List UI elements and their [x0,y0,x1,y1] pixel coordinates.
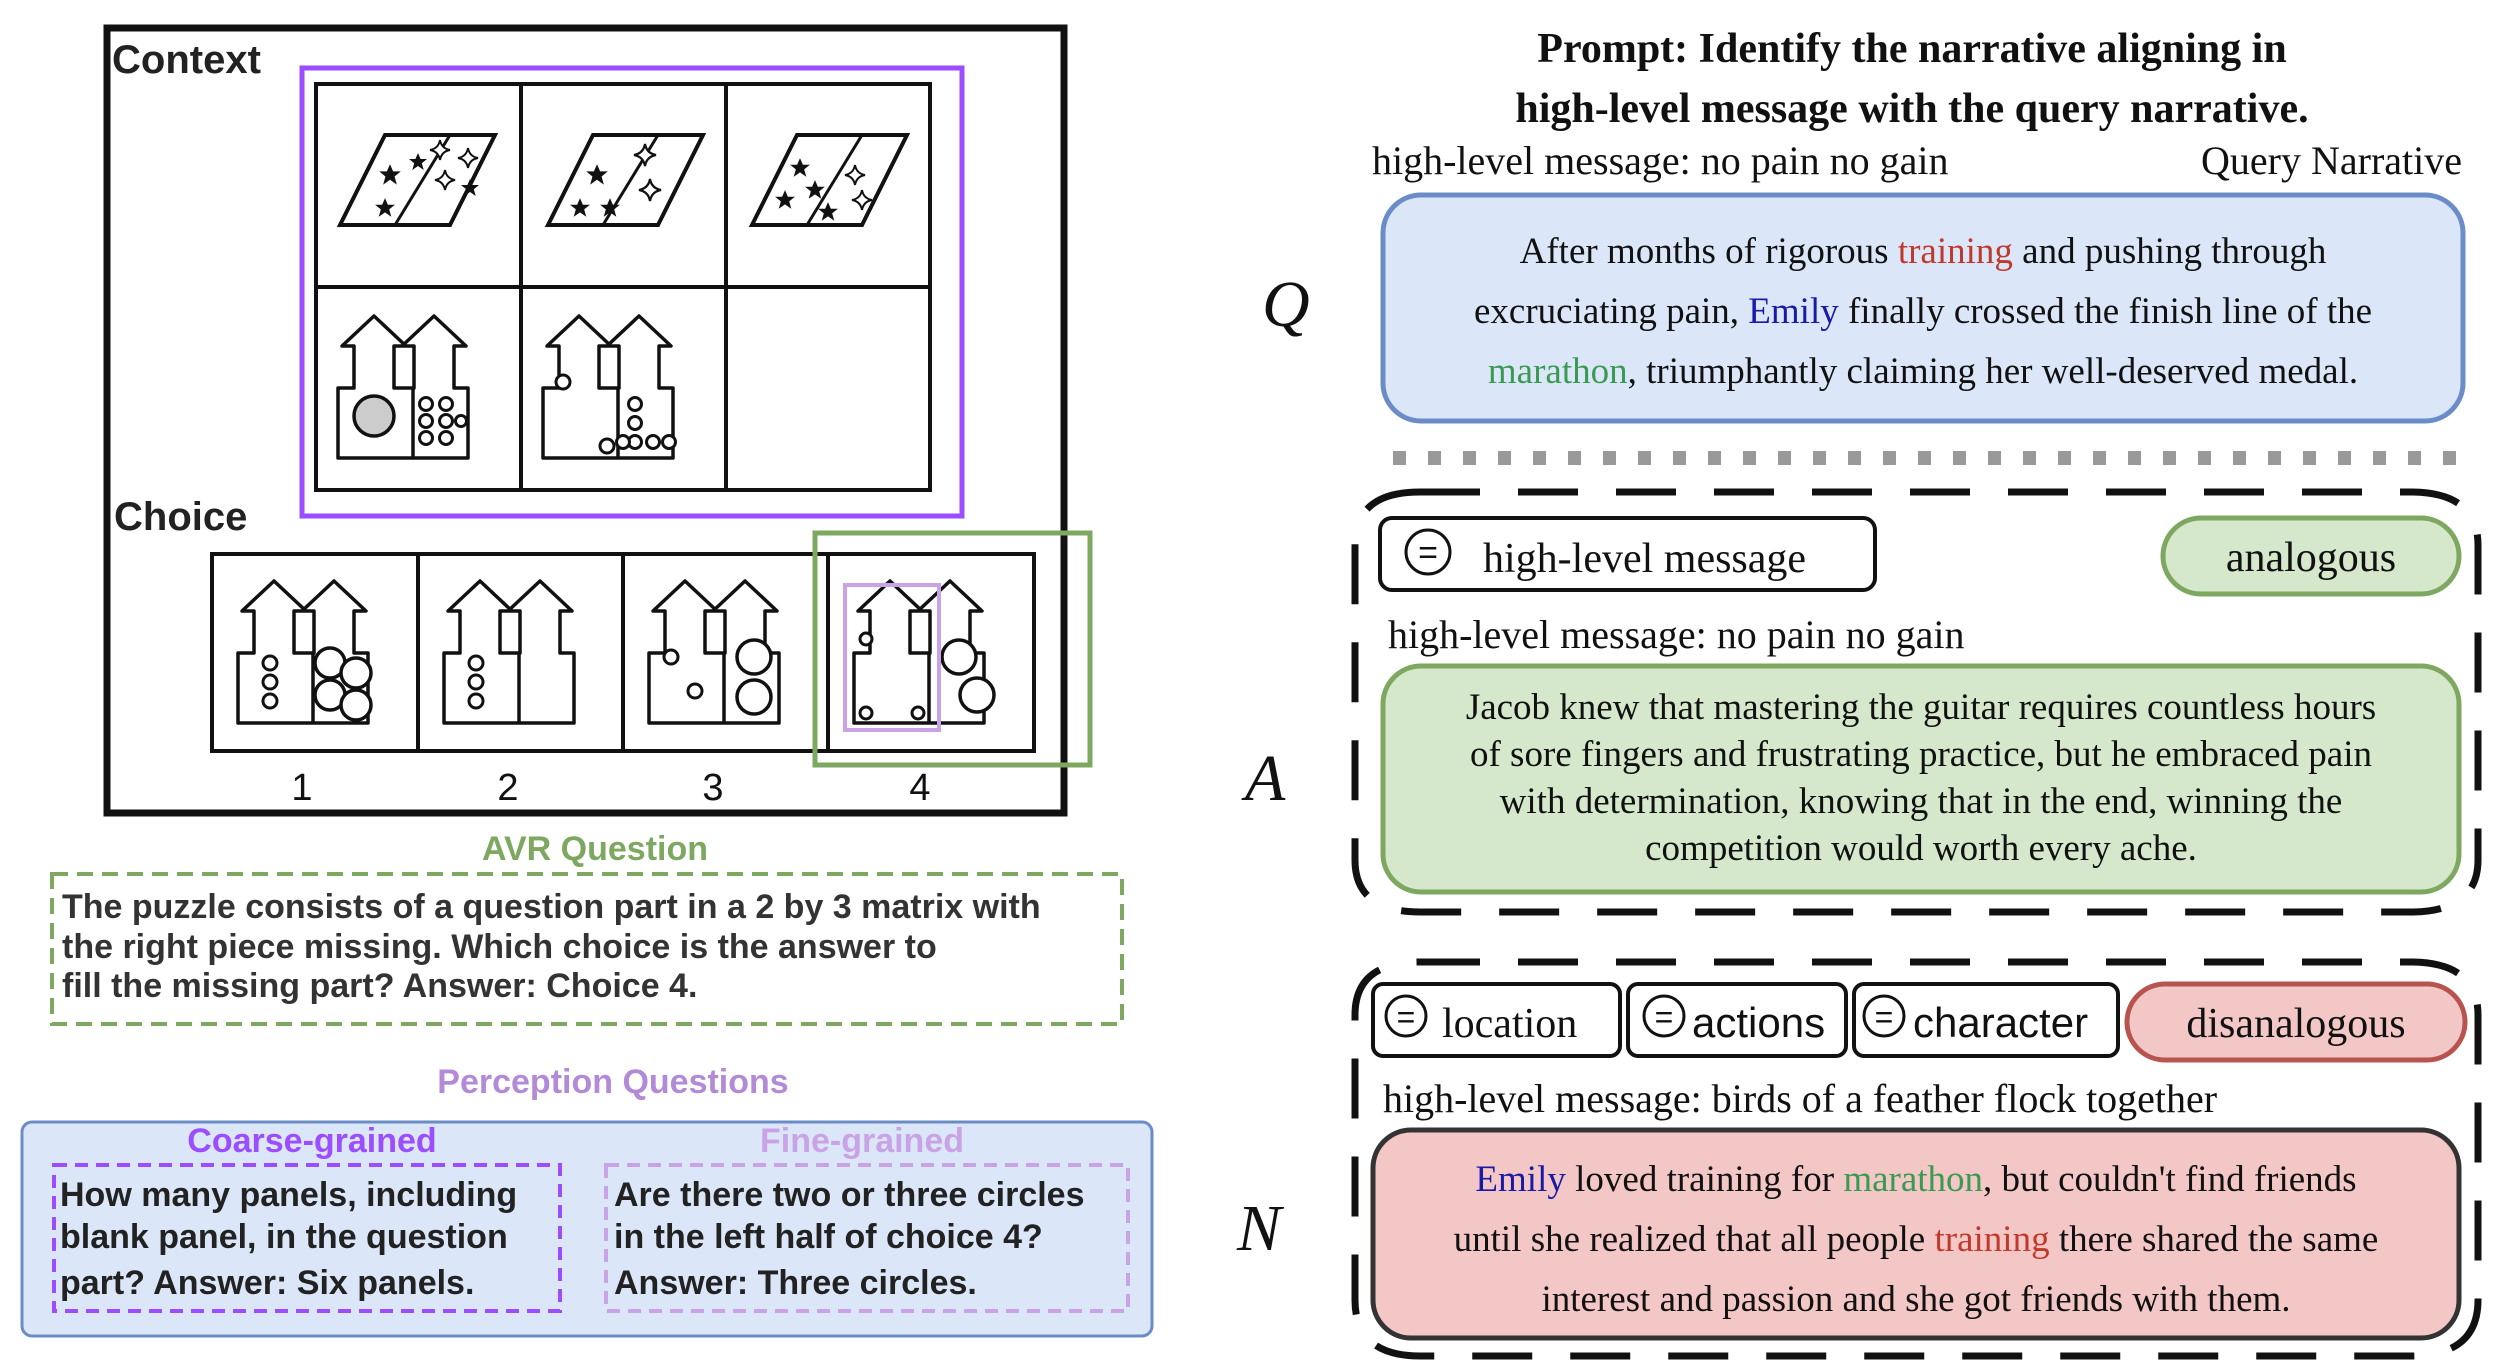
location-tag-box [1371,982,1622,1058]
context-panel-5 [541,314,677,460]
choice-label: Choice [114,495,247,539]
answer-highlight-box [812,530,1093,768]
analogous-story-box [1380,663,2462,895]
character-tag-label: character [1913,999,2088,1046]
query-story-text: After months of rigorous training and pu… [1390,222,2456,402]
fine-grained-question: Are there two or three circles in the le… [614,1176,1085,1302]
disanalogous-badge-label: disanalogous [2186,1001,2405,1047]
svg-text:fill the missing part? Answer:: fill the missing part? Answer: Choice 4. [62,967,697,1005]
choice-number-1: 1 [291,767,312,809]
analogous-badge-label: analogous [2226,535,2396,581]
analogous-story-line-4: competition would worth every ache. [1645,828,2197,869]
disanalogous-story-line-3: interest and passion and she got friends… [1541,1279,2291,1320]
svg-text:Answer: Three circles.: Answer: Three circles. [614,1264,977,1302]
context-panel-1 [336,133,499,227]
symbol-q: Q [1262,268,1310,341]
actions-tag-box [1626,982,1848,1058]
disanalogous-badge [2124,981,2468,1063]
context-panel-3 [748,133,911,227]
fine-grained-title: Fine-grained [760,1122,964,1160]
coarse-grained-question: How many panels, including blank panel, … [60,1176,517,1302]
analogous-badge [2160,515,2462,597]
fine-grained-highlight-box [843,583,941,732]
disanalogous-story-line-1: Emily loved training for marathon, but c… [1475,1159,2357,1200]
fine-grained-box [604,1163,1130,1313]
analogous-story-line-3: with determination, knowing that in the … [1499,781,2343,822]
context-highlight-box [299,65,965,519]
equal-glyph-location: = [1397,999,1416,1035]
svg-text:part? Answer: Six panels.: part? Answer: Six panels. [60,1264,474,1302]
perception-questions-box [20,1120,1154,1338]
analogous-group-border [1351,488,2482,916]
symbol-a: A [1241,742,1286,815]
highlight-training: training [1897,231,2013,272]
equal-icon-actions [1642,994,1686,1038]
analogous-story-line-2: of sore fingers and frustrating practice… [1469,734,2373,775]
svg-text:The puzzle consists of a quest: The puzzle consists of a question part i… [62,888,1041,926]
highlight-emily: Emily [1748,291,1839,332]
choice-panel-4[interactable] [852,579,996,725]
choice-numbers: 1 2 3 4 [291,767,930,809]
choice-number-3: 3 [702,767,723,809]
equal-glyph-actions: = [1655,999,1674,1035]
highlight-marathon: marathon [1487,351,1628,392]
context-panel-2 [544,133,707,227]
query-story-box [1380,192,2466,424]
location-tag-label: location [1442,1001,1577,1047]
query-story-line-1: After months of rigorous training and pu… [1519,231,2327,272]
character-tag-box [1852,982,2120,1058]
analogous-tag-label: high-level message [1483,536,1806,582]
disanalogous-story-text: Emily loved training for marathon, but c… [1380,1150,2452,1330]
disanalogous-story-box [1370,1127,2462,1341]
symbol-n: N [1236,1192,1285,1265]
perception-questions-title: Perception Questions [437,1063,788,1101]
equal-icon-character [1862,994,1906,1038]
choice-panel-2[interactable] [442,579,576,725]
query-narrative-label: Query Narrative [2201,138,2462,183]
disanalogous-message: high-level message: birds of a feather f… [1383,1076,2217,1121]
query-story-line-3: marathon, triumphantly claiming her well… [1487,351,2359,392]
avr-puzzle: Context Choice 1 2 3 4 [103,24,1093,817]
equal-glyph-character: = [1875,999,1894,1035]
svg-text:high-level message with the qu: high-level message with the query narrat… [1515,86,2308,132]
analogous-story-text: Jacob knew that mastering the guitar req… [1390,684,2452,872]
coarse-grained-box [52,1163,562,1313]
avr-question-text: The puzzle consists of a question part i… [62,888,1041,1005]
query-message: high-level message: no pain no gain [1372,138,1949,183]
svg-text:Are there two or three circles: Are there two or three circles [614,1176,1085,1214]
avr-question-title: AVR Question [482,830,708,868]
context-label: Context [112,38,261,82]
prompt-title: Prompt: Identify the narrative aligning … [1515,26,2308,132]
disanalogous-story-line-2: until she realized that all people train… [1453,1219,2379,1260]
actions-tag-label: actions [1692,999,1825,1046]
analogous-story-line-1: Jacob knew that mastering the guitar req… [1465,687,2377,728]
choice-panel-1[interactable] [236,579,373,725]
equal-icon-glyph: = [1418,534,1438,572]
choice-panel-3[interactable] [647,579,781,725]
svg-text:Prompt: Identify the narrative: Prompt: Identify the narrative aligning … [1537,26,2286,72]
equal-icon [1404,528,1452,576]
analogous-message: high-level message: no pain no gain [1388,612,1965,657]
highlight-marathon-n: marathon [1843,1159,1984,1200]
context-panel-4 [336,314,470,460]
svg-text:How many panels, including: How many panels, including [60,1176,517,1214]
svg-text:in the left half of choice 4?: in the left half of choice 4? [614,1218,1043,1256]
analogous-tag-box [1378,516,1877,592]
highlight-emily-n: Emily [1475,1159,1566,1200]
highlight-training-n: training [1934,1219,2050,1260]
puzzle-outer-frame [103,24,1068,817]
svg-text:the right piece missing. Which: the right piece missing. Which choice is… [62,928,937,966]
avr-question-box [50,872,1124,1026]
coarse-grained-title: Coarse-grained [187,1122,436,1160]
choice-number-4: 4 [909,767,930,809]
equal-icon-location [1384,994,1428,1038]
choice-number-2: 2 [497,767,518,809]
disanalogous-group-border [1351,958,2482,1360]
svg-text:blank panel, in the question: blank panel, in the question [60,1218,508,1256]
query-story-line-2: excruciating pain, Emily finally crossed… [1473,291,2373,332]
